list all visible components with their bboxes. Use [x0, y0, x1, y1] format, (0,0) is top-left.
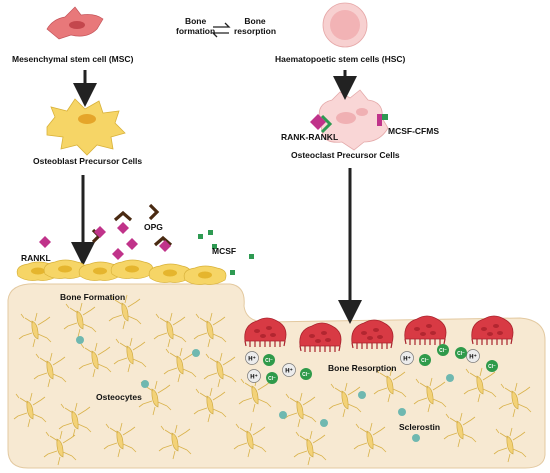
svg-text:H⁺: H⁺ — [248, 356, 256, 363]
osteocytes-label: Osteocytes — [96, 392, 142, 402]
mcsf-label: MCSF — [212, 246, 237, 256]
sclerostin-label: Sclerostin — [399, 422, 441, 432]
opg-molecule — [91, 203, 173, 247]
mcsf-cfms-label: MCSF-CFMS — [388, 126, 439, 136]
bone-formation-label: Bone Formation — [60, 292, 126, 302]
osteoclast-precursor-cell — [318, 89, 389, 151]
rankl-label: RANKL — [21, 253, 51, 263]
osteoblast-layer — [16, 259, 227, 285]
svg-text:Cl⁻: Cl⁻ — [265, 358, 273, 364]
svg-text:H⁺: H⁺ — [403, 356, 411, 363]
msc-cell — [46, 6, 104, 40]
svg-text:H⁺: H⁺ — [469, 354, 477, 361]
hsc-label: Haematopoetic stem cells (HSC) — [275, 54, 406, 64]
bone-resorption-top-label: Bone resorption — [234, 16, 277, 36]
svg-text:Cl⁻: Cl⁻ — [302, 372, 310, 378]
svg-text:Cl⁻: Cl⁻ — [421, 358, 429, 364]
bone-resorption-label: Bone Resorption — [328, 363, 397, 373]
osteoclast-precursor-label: Osteoclast Precursor Cells — [291, 150, 400, 160]
svg-text:Cl⁻: Cl⁻ — [488, 364, 496, 370]
svg-text:Cl⁻: Cl⁻ — [457, 351, 465, 357]
osteoblast-precursor-label: Osteoblast Precursor Cells — [33, 156, 143, 166]
svg-text:Cl⁻: Cl⁻ — [268, 376, 276, 382]
rankl-molecule — [39, 222, 171, 260]
sclerostin-molecule — [76, 336, 454, 442]
svg-text:H⁺: H⁺ — [285, 368, 293, 375]
hydrogen-ion: H⁺ H⁺ H⁺ H⁺ H⁺ — [245, 349, 480, 383]
mcsf-molecule — [198, 230, 254, 275]
rank-rankl-label: RANK-RANKL — [281, 132, 339, 142]
rank-rankl-complex — [310, 114, 333, 134]
osteoblast-precursor-cell — [46, 98, 126, 156]
chloride-ion: Cl⁻ Cl⁻ Cl⁻ Cl⁻ Cl⁻ Cl⁻ Cl⁻ — [263, 344, 498, 384]
bone-formation-top-label: Bone formation — [176, 16, 216, 36]
svg-text:Cl⁻: Cl⁻ — [439, 348, 447, 354]
msc-label: Mesenchymal stem cell (MSC) — [12, 54, 134, 64]
svg-text:H⁺: H⁺ — [250, 374, 258, 381]
hsc-cell — [322, 2, 368, 48]
opg-label: OPG — [144, 222, 163, 232]
swap-arrows-icon — [211, 22, 231, 38]
mcsf-cfms-receptor — [377, 114, 388, 126]
